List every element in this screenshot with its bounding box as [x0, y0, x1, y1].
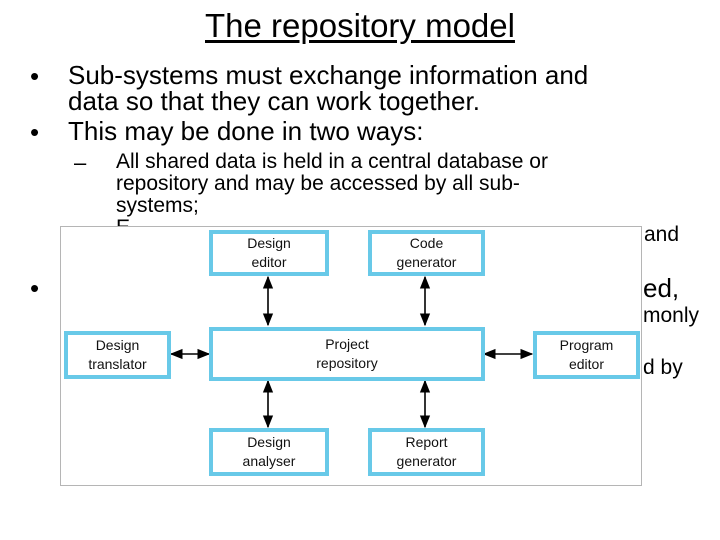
repository-diagram: Design editor Code generator Design tran…	[60, 226, 642, 486]
diagram-arrows	[169, 275, 534, 429]
node-design-translator: Design translator	[64, 331, 171, 379]
slide-title: The repository model	[205, 7, 515, 44]
bullet-3-line-2-tail: monly	[643, 304, 700, 327]
bullet-1-line-1: Sub-systems must exchange information an…	[68, 60, 589, 90]
bullet-2: This may be done in two ways:	[68, 116, 424, 146]
node-design-editor: Design editor	[209, 230, 329, 276]
bullet-1-line-2: data so that they can work together.	[68, 86, 480, 116]
bullet-3-line-3-tail: d by	[643, 356, 683, 379]
node-report-generator: Report generator	[368, 428, 485, 476]
bullet-3-tail: ed,	[643, 273, 680, 303]
sub-bullet-1-line-1: All shared data is held in a central dat…	[116, 150, 548, 173]
sub-bullet-1-line-2: repository and may be accessed by all su…	[116, 172, 520, 195]
node-project-repository: Project repository	[209, 327, 485, 381]
bullet-marker: •	[30, 273, 40, 303]
sub-bullet-2-tail: and	[644, 223, 680, 246]
node-code-generator: Code generator	[368, 230, 485, 276]
node-program-editor: Program editor	[533, 331, 640, 379]
bullet-marker: •	[30, 61, 40, 91]
sub-bullet-dash: –	[74, 150, 87, 175]
bullet-marker: •	[30, 117, 40, 147]
sub-bullet-1-line-3: systems;	[116, 194, 199, 217]
node-design-analyser: Design analyser	[209, 428, 329, 476]
